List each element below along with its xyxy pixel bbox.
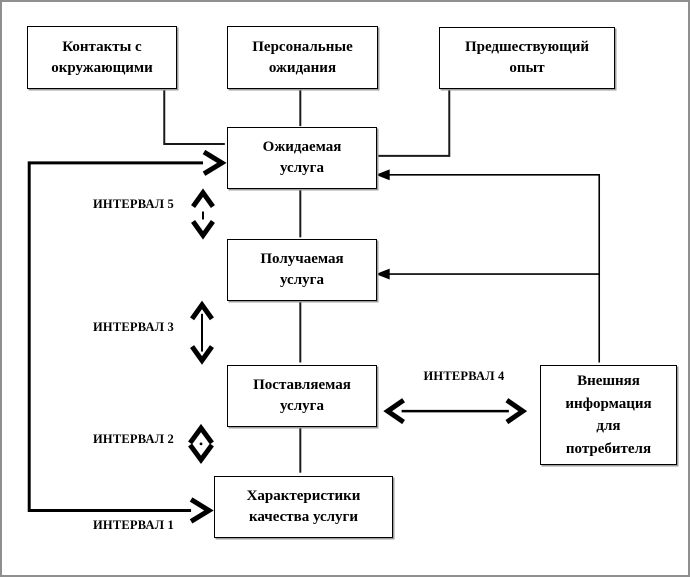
box-personal-expectations: Персональные ожидания [227,26,378,89]
box-delivered-service: Поставляемая услуга [227,365,377,427]
label-gap1: ИНТЕРВАЛ 1 [92,518,175,532]
box-received-service: Получаемая услуга [227,239,377,301]
edge-external-expected-arrow [375,169,601,363]
box-service-quality-characteristics: Характеристики качества услуги [214,476,393,538]
box-contacts-label: Контакты с окружающими [51,38,153,76]
box-personal-label: Персональные ожидания [252,38,353,76]
label-gap3: ИНТЕРВАЛ 3 [92,320,175,334]
label-gap4: ИНТЕРВАЛ 4 [423,369,505,383]
edge-contacts-expected [163,88,225,146]
edge-previous-expected [375,88,451,157]
edge-external-received-arrow [375,268,600,280]
box-delivered-label: Поставляемая услуга [253,377,351,414]
loop-arrowhead-characteristics [189,497,214,524]
box-received-label: Получаемая услуга [260,251,344,288]
label-gap5: ИНТЕРВАЛ 5 [92,197,175,211]
loop-arrowhead-expected [202,149,227,176]
loop-characteristics-expected [27,149,227,524]
gap4-double-arrow [383,398,528,425]
box-external-label: Внешняя информация для потребителя [565,373,652,457]
gap2-double-arrow [188,423,214,465]
box-expected-label: Ожидаемая услуга [262,139,342,176]
box-previous-experience: Предшествующий опыт [439,27,615,89]
box-expected-service: Ожидаемая услуга [227,127,377,189]
box-external-information: Внешняя информация для потребителя [540,365,677,465]
gap3-double-arrow [190,300,214,365]
box-previous-label: Предшествующий опыт [464,39,590,76]
label-gap2: ИНТЕРВАЛ 2 [92,432,175,446]
gap5-double-arrow [191,188,215,240]
box-contacts-with-others: Контакты с окружающими [27,26,177,89]
box-characteristics-label: Характеристики качества услуги [246,488,361,525]
